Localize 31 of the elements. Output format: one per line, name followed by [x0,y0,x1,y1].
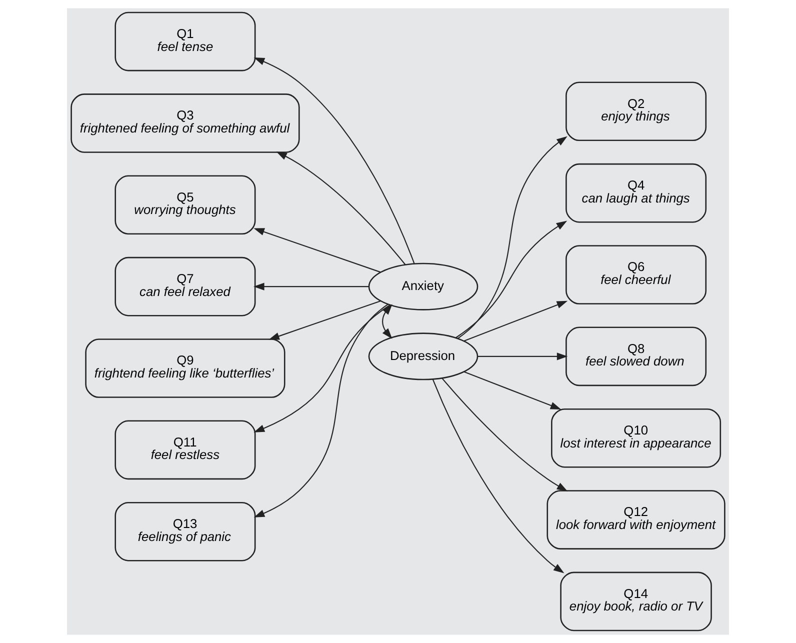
arrow [455,220,568,338]
node-box: Q10 lost interest in appearance [551,408,722,468]
arrow [478,352,568,360]
arrow [254,58,415,264]
arrow [254,228,381,273]
arrow [254,304,390,432]
node-box: Q1 feel tense [114,12,256,72]
node-box: Q12 look forward with enjoyment [546,490,726,550]
node-box: Q4 can laugh at things [566,163,707,223]
arrow [457,136,568,339]
node-box: Q2 enjoy things [566,82,707,142]
node-box: Q14 enjoy book, radio or TV [560,572,712,632]
node-box: Q9 frightend feeling like ‘butterflies’ [85,338,286,398]
node-box: Q3 frightened feeling of something awful [70,94,300,153]
node-box: Q13 feelings of panic [114,502,256,562]
node-box: Q11 feel restless [114,420,256,480]
node-ellipse: Depression [368,332,478,380]
node-ellipse: Anxiety [368,262,478,310]
arrow [464,300,568,342]
arrow [268,300,381,340]
node-box: Q7 can feel relaxed [114,256,256,316]
arrow [382,304,392,339]
arrow [432,379,564,574]
node-box: Q5 worrying thoughts [114,175,256,235]
arrow [254,304,388,518]
node-box: Q6 feel cheerful [566,245,707,304]
arrow [276,152,406,265]
arrow [464,371,562,410]
arrow [442,378,568,492]
arrow [254,282,369,290]
node-box: Q8 feel slowed down [566,326,707,386]
